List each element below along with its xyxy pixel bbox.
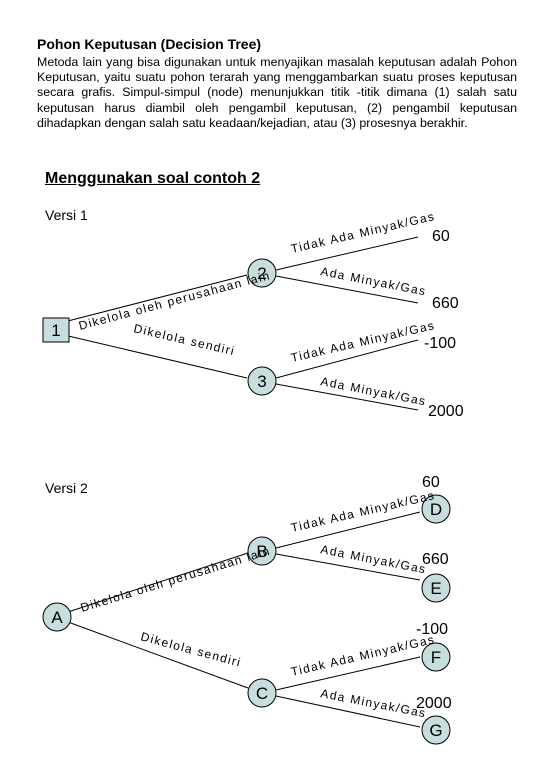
branch-label-perusahaan-lain: Dikelola oleh perusahaan lain	[77, 268, 272, 333]
tree-versi-1: 1 2 3 Dikelola oleh perusahaan lain Dike…	[42, 209, 464, 420]
chance-node-B	[247, 536, 277, 566]
payoff-value-D: 60	[422, 474, 440, 491]
end-node-D-label: D	[430, 500, 442, 519]
chance-node-3-label: 3	[257, 372, 266, 391]
edge-B-E	[275, 553, 421, 581]
branch-label-sendiri: Dikelola sendiri	[139, 629, 243, 669]
branch-label-tidak-ada-B: Tidak Ada Minyak/Gas	[290, 488, 437, 535]
edge-node2-top	[275, 236, 419, 271]
end-node-D	[421, 494, 451, 524]
edge-node3-top	[275, 339, 419, 379]
branch-label-tidak-ada-bottom: Tidak Ada Minyak/Gas	[290, 318, 437, 365]
branch-label-ada-top: Ada Minyak/Gas	[319, 264, 427, 298]
decision-node-1	[42, 317, 70, 343]
branch-label-tidak-ada-C: Tidak Ada Minyak/Gas	[290, 632, 437, 679]
branch-label-perusahaan-lain: Dikelola oleh perusahaan lain	[79, 544, 272, 615]
payoff-value-4: 2000	[428, 403, 464, 420]
edge-C-F	[275, 656, 421, 691]
edge-B-D	[275, 511, 421, 549]
end-node-G	[421, 715, 451, 745]
decision-node-A-label: A	[51, 608, 63, 627]
page-title: Pohon Keputusan (Decision Tree)	[37, 36, 262, 52]
chance-node-C-label: C	[256, 684, 268, 703]
chance-node-2-label: 2	[257, 264, 266, 283]
chance-node-2	[247, 258, 277, 288]
branch-label-sendiri: Dikelola sendiri	[132, 321, 236, 358]
edge-node2-bottom	[275, 275, 419, 304]
chance-node-3	[247, 366, 277, 396]
decision-node-A	[42, 602, 72, 632]
end-node-F	[421, 642, 451, 672]
chance-node-C	[247, 678, 277, 708]
end-node-G-label: G	[429, 721, 442, 740]
payoff-value-3: -100	[424, 335, 456, 352]
branch-label-ada-C: Ada Minyak/Gas	[319, 686, 427, 720]
payoff-value-G: 2000	[416, 695, 452, 712]
section-heading: Menggunakan soal contoh 2	[45, 170, 261, 187]
edge-A-B	[67, 552, 249, 613]
decision-node-1-label: 1	[51, 321, 60, 340]
versi-1-label: Versi 1	[45, 207, 88, 223]
edge-root-node2	[63, 274, 248, 323]
tree-versi-2: A B C D E F G Dikelola oleh perusahaan l…	[42, 474, 452, 745]
end-node-F-label: F	[431, 648, 441, 667]
end-node-E	[421, 573, 451, 603]
payoff-value-F: -100	[416, 621, 448, 638]
edge-node3-bottom	[275, 383, 419, 411]
branch-label-tidak-ada-top: Tidak Ada Minyak/Gas	[290, 209, 437, 256]
branch-label-ada-bottom: Ada Minyak/Gas	[319, 374, 427, 408]
versi-2-label: Versi 2	[45, 480, 88, 496]
edge-A-C	[67, 621, 249, 689]
intro-paragraph: Metoda lain yang bisa digunakan untuk me…	[37, 55, 517, 130]
payoff-value-E: 660	[422, 551, 449, 568]
payoff-value-2: 660	[432, 295, 459, 312]
edge-C-G	[275, 695, 421, 728]
edge-root-node3	[63, 334, 248, 379]
payoff-value-1: 60	[432, 228, 450, 245]
end-node-E-label: E	[430, 579, 441, 598]
chance-node-B-label: B	[256, 542, 267, 561]
